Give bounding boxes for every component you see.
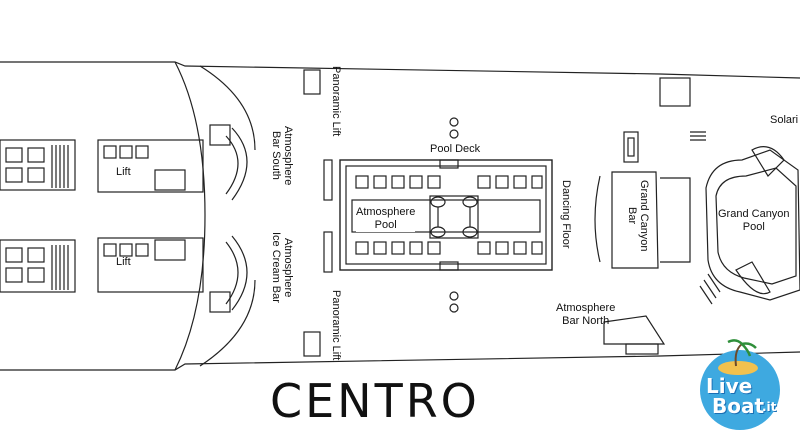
liveboat-suffix: .it — [762, 400, 777, 414]
ice-cream-bar-arc-inner — [225, 241, 239, 305]
lift-block-top — [97, 124, 231, 193]
stair-block-top — [0, 139, 76, 191]
bar-south-arc — [231, 127, 248, 201]
deck-columns — [449, 117, 459, 313]
grand-canyon-bar-label: Grand Canyon Bar — [626, 180, 650, 252]
lift-top-label: Lift — [116, 166, 131, 178]
pool-deck-area — [339, 159, 553, 271]
panoramic-lift-top-label: Panoramic Lift — [330, 66, 342, 137]
grand-canyon-pool-area — [699, 146, 800, 305]
grand-canyon-bar-area — [594, 131, 691, 269]
lift-block-bottom — [97, 237, 231, 313]
deck-name-title: CENTRO — [270, 374, 480, 428]
bar-south-arc-inner — [225, 135, 239, 195]
inner-curve-top — [199, 65, 256, 151]
stairs-right-top — [690, 131, 706, 141]
atmosphere-bar-north-label: Atmosphere Bar North — [556, 302, 616, 327]
lift-bottom-label: Lift — [116, 256, 131, 268]
dancing-floor-label: Dancing Floor — [560, 180, 572, 249]
liveboat-line2: Boat — [712, 394, 765, 418]
structure-top-right — [659, 77, 691, 107]
panoramic-lift-bottom-label: Panoramic Lift — [330, 290, 342, 361]
atmosphere-bar-south-label: Atmosphere Bar South — [270, 126, 294, 186]
liveboat-logo-graphic — [700, 339, 780, 430]
liveboat-logo: Live Boat .it — [690, 338, 790, 438]
pool-deck-label: Pool Deck — [430, 143, 481, 155]
hull-outline — [0, 61, 800, 371]
atmosphere-ice-cream-bar-label: Atmosphere Ice Cream Bar — [270, 232, 294, 303]
panoramic-lift-bottom-shape — [303, 331, 321, 357]
divider-column-top — [323, 159, 333, 201]
sun-loungers-bottom — [355, 241, 543, 255]
lift-small-bottom-right — [625, 343, 659, 355]
hot-tubs — [429, 195, 479, 239]
structure-bottom-right — [603, 315, 666, 345]
inner-curve-bottom — [199, 279, 256, 367]
ice-cream-bar-arc — [231, 235, 248, 311]
panoramic-lift-top-shape — [303, 69, 321, 95]
solarium-label: Solari — [770, 114, 799, 126]
grand-canyon-pool-label: Grand Canyon Pool — [718, 208, 790, 233]
sun-loungers-top — [355, 175, 543, 189]
atmosphere-pool-label: Atmosphere Pool — [356, 206, 416, 232]
divider-column-bottom — [323, 231, 333, 273]
liveboat-line1: Live — [706, 374, 753, 398]
hull-left-bulge — [174, 61, 206, 371]
stair-block-bottom — [0, 239, 76, 293]
